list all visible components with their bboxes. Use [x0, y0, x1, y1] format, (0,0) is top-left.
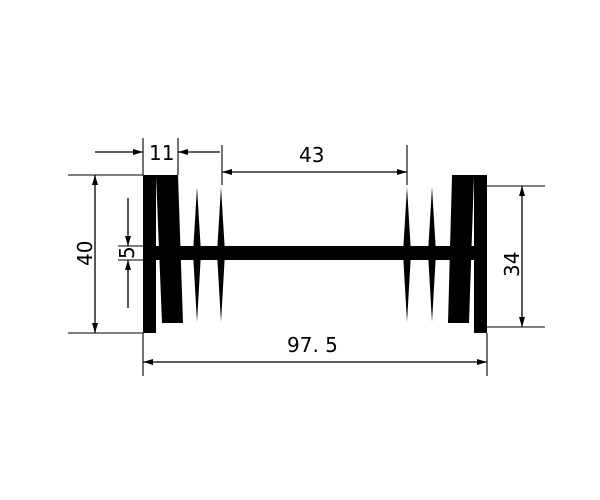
dim-label-inner-fin-span: 43 [299, 143, 324, 167]
central-web [156, 246, 474, 260]
left-fin-2 [217, 187, 225, 322]
right-fin-1 [403, 187, 411, 322]
right-fin-2 [428, 187, 436, 322]
heatsink-profile [143, 175, 487, 333]
dimension-web-thickness: 5 [115, 198, 143, 308]
dim-label-overall-height: 40 [73, 241, 97, 266]
right-outer-wall [474, 175, 487, 333]
dimension-inner-fin-span: 43 [221, 143, 408, 185]
dimension-side-height: 34 [487, 185, 545, 328]
dim-label-web-thickness: 5 [115, 246, 139, 259]
left-fin-1 [193, 187, 201, 322]
dim-label-overall-width: 97. 5 [287, 333, 338, 357]
dimension-overall-width: 97. 5 [142, 333, 488, 376]
dim-label-flange-width: 11 [149, 141, 174, 165]
dim-label-side-height: 34 [500, 252, 524, 277]
right-tapered-fin [448, 175, 474, 323]
dimension-flange-width: 11 [95, 138, 220, 175]
left-outer-wall [143, 175, 156, 333]
lower-fin-stub-2 [453, 260, 457, 322]
lower-fin-stub-1 [173, 260, 177, 322]
dimension-overall-height: 40 [68, 174, 143, 334]
